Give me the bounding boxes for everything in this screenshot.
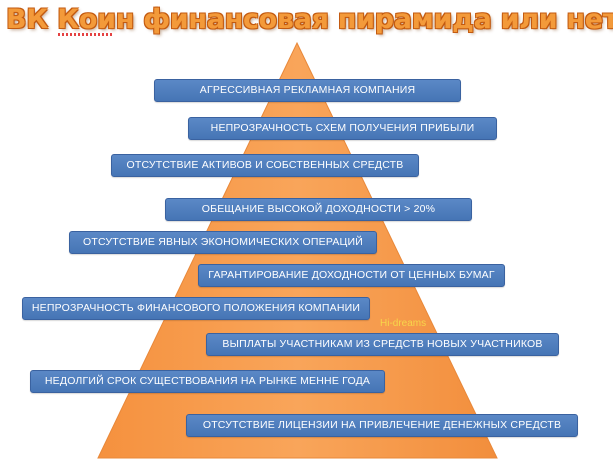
level-high-returns-promise: ОБЕЩАНИЕ ВЫСОКОЙ ДОХОДНОСТИ > 20% <box>165 198 472 221</box>
level-payments-from-new-participants: ВЫПЛАТЫ УЧАСТНИКАМ ИЗ СРЕДСТВ НОВЫХ УЧАС… <box>206 333 559 356</box>
level-opaque-financial-position: НЕПРОЗРАЧНОСТЬ ФИНАНСОВОГО ПОЛОЖЕНИЯ КОМ… <box>22 297 370 320</box>
level-opaque-profit-schemes: НЕПРОЗРАЧНОСТЬ СХЕМ ПОЛУЧЕНИЯ ПРИБЫЛИ <box>188 117 497 140</box>
spellcheck-underline <box>58 33 112 36</box>
level-no-economic-operations: ОТСУТСТВИЕ ЯВНЫХ ЭКОНОМИЧЕСКИХ ОПЕРАЦИЙ <box>69 231 377 254</box>
level-short-market-existence: НЕДОЛГИЙ СРОК СУЩЕСТВОВАНИЯ НА РЫНКЕ МЕН… <box>30 370 385 393</box>
level-aggressive-advertising: АГРЕССИВНАЯ РЕКЛАМНАЯ КОМПАНИЯ <box>154 79 461 102</box>
level-no-assets: ОТСУТСТВИЕ АКТИВОВ И СОБСТВЕННЫХ СРЕДСТВ <box>111 154 419 177</box>
watermark-text: Hi-dreams <box>380 318 427 329</box>
level-no-license: ОТСУТСТВИЕ ЛИЦЕНЗИИ НА ПРИВЛЕЧЕНИЕ ДЕНЕЖ… <box>186 414 578 437</box>
level-guaranteed-securities-returns: ГАРАНТИРОВАНИЕ ДОХОДНОСТИ ОТ ЦЕННЫХ БУМА… <box>198 264 505 287</box>
page-title: ВК Коин финансовая пирамида или нет? <box>6 4 613 35</box>
